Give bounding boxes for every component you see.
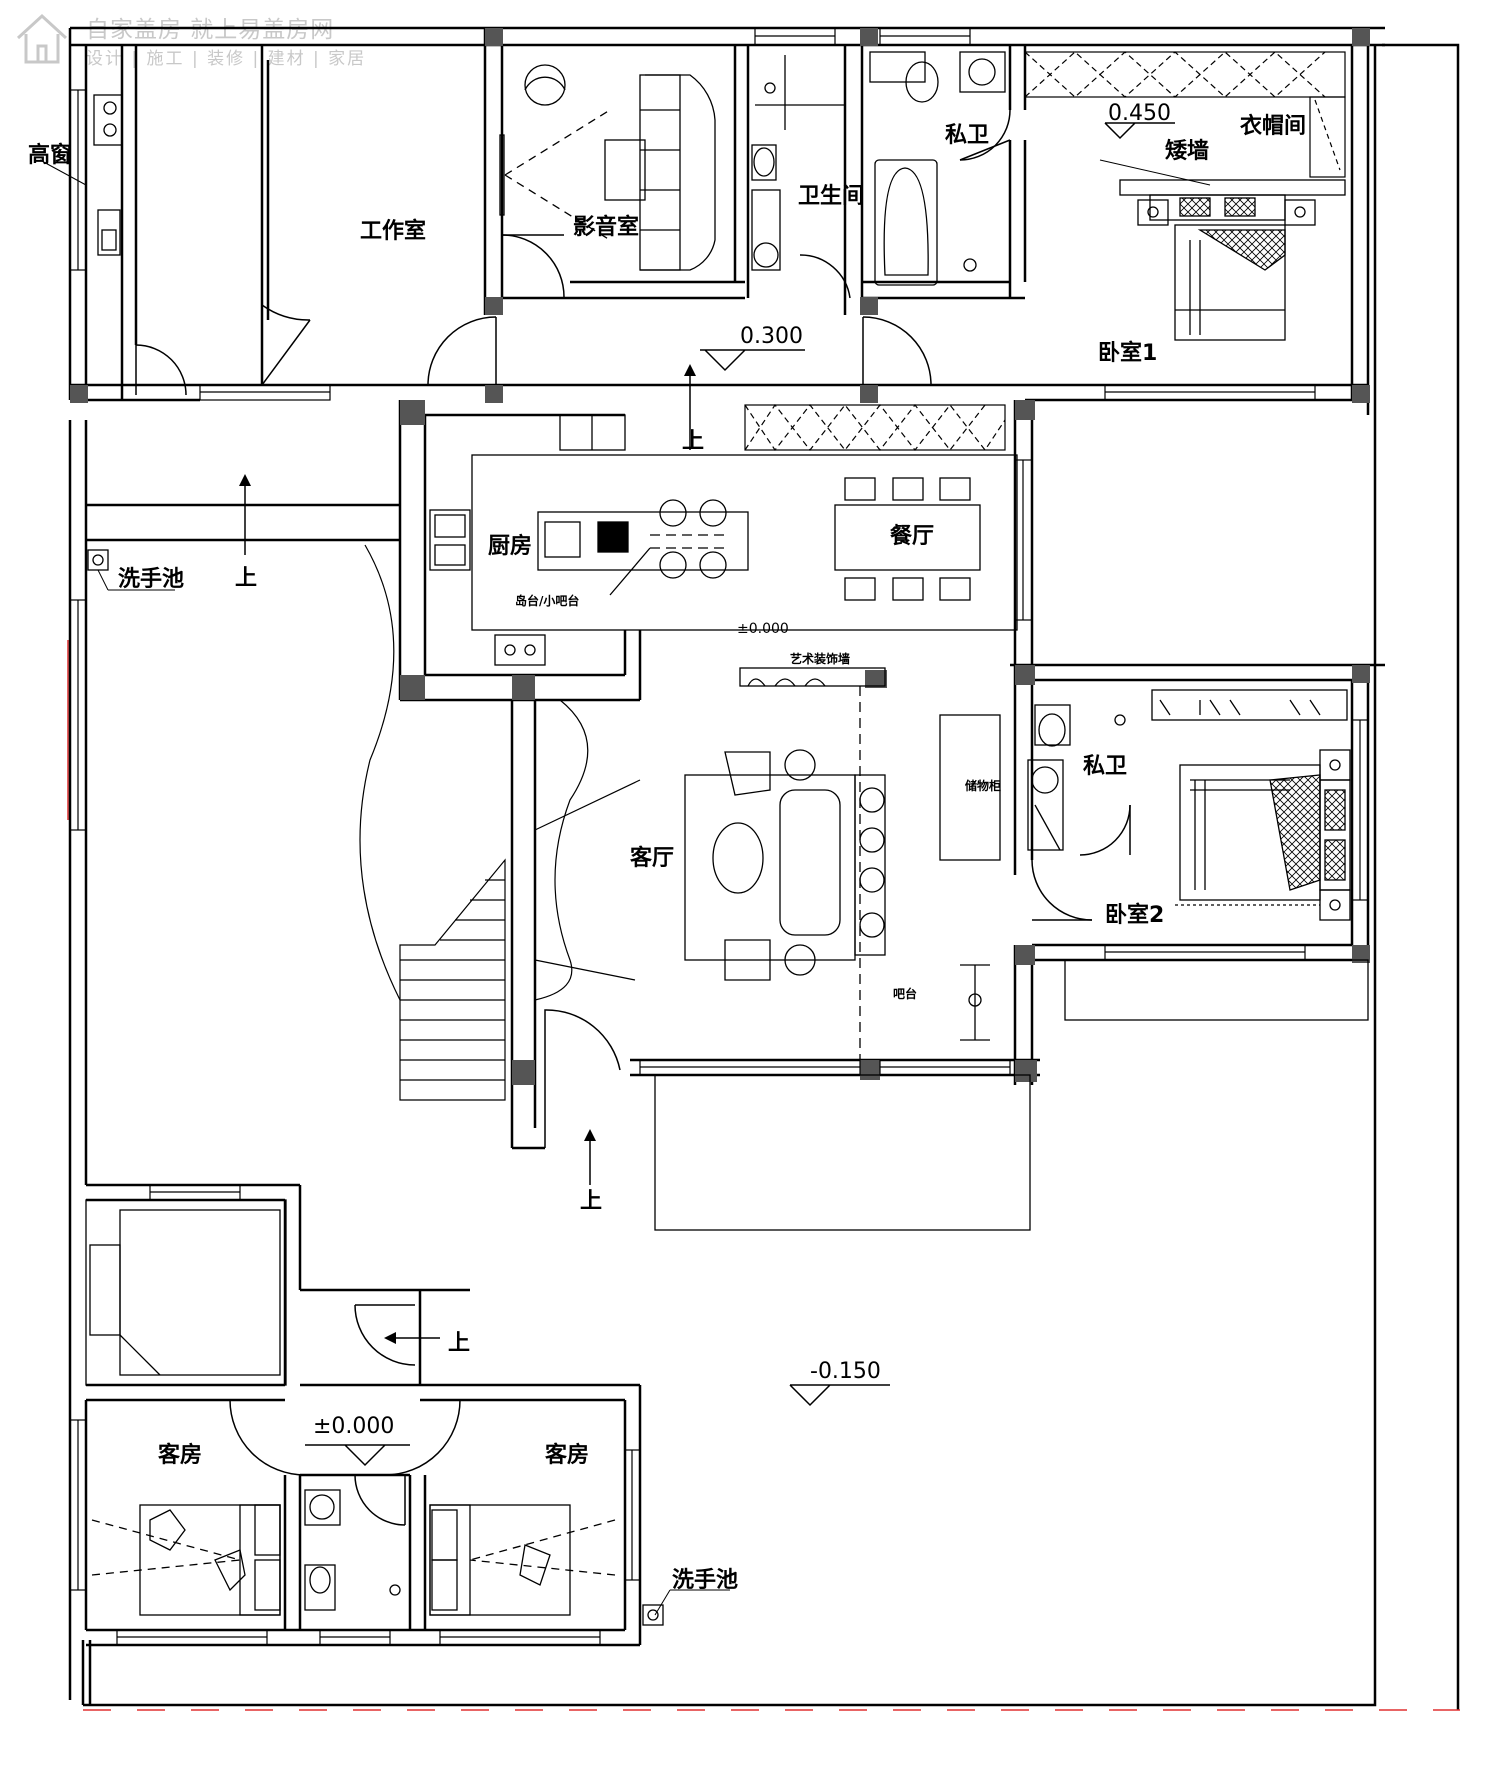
leaders: [39, 159, 1211, 1616]
label-wash-basin-top: 洗手池: [118, 567, 184, 592]
label-up-4: 上: [448, 1331, 470, 1356]
stair-up-labels: 上 上 上 上: [235, 429, 704, 1356]
label-up-2: 上: [682, 429, 704, 454]
elevation-0000-guest: ±0.000: [313, 1414, 394, 1439]
staircase: [359, 544, 641, 1101]
private-bath-1-fixtures: [869, 51, 1006, 286]
up-arrows: [239, 364, 696, 1344]
label-private-bath-2: 私卫: [1083, 754, 1127, 779]
closet-dining: [744, 403, 1006, 452]
label-up-3: 上: [580, 1189, 602, 1214]
dining-furniture: [834, 477, 981, 601]
label-wash-basin-bottom: 洗手池: [672, 1568, 738, 1593]
label-bathroom: 卫生间: [798, 184, 864, 209]
terrace: [654, 959, 1369, 1231]
elevation-labels: 0.450 0.300 ±0.000 ±0.000 -0.150: [313, 101, 1171, 1439]
living-furniture: [684, 667, 1001, 1060]
kitchen-strip: [93, 94, 123, 256]
theater-furniture: [499, 64, 716, 271]
elevation-0000-main: ±0.000: [737, 621, 789, 637]
label-bedroom-1: 卧室1: [1098, 340, 1157, 366]
label-guest-room-left: 客房: [158, 1442, 202, 1468]
elevation-m0150: -0.150: [810, 1359, 881, 1384]
label-up-1: 上: [235, 566, 257, 591]
watermark-subtitle: 设计 | 施工 | 装修 | 建材 | 家居: [86, 49, 367, 69]
label-art-wall: 艺术装饰墙: [790, 651, 850, 666]
label-living: 客厅: [630, 845, 674, 871]
label-guest-room-right: 客房: [545, 1442, 589, 1468]
elevation-0300: 0.300: [740, 324, 803, 349]
windows: [69, 27, 1369, 1646]
bedroom-2-fixtures: [1027, 689, 1351, 921]
label-closet: 衣帽间: [1240, 113, 1306, 139]
label-island: 岛台/小吧台: [515, 593, 579, 608]
bathroom-fixtures: [751, 55, 845, 271]
label-private-bath-1: 私卫: [945, 123, 989, 148]
label-theater: 影音室: [573, 214, 639, 240]
columns: [70, 28, 1370, 1085]
label-bar: 吧台: [893, 986, 917, 1001]
label-cabinet: 储物柜: [965, 778, 1001, 793]
elevation-markers: [305, 122, 1175, 1467]
watermark-title: 自家盖房 就上易盖房网: [86, 17, 335, 43]
closet-bedroom1: [1024, 51, 1346, 178]
guest-block-details: [85, 549, 664, 1626]
doors: [135, 109, 1131, 1526]
label-study: 工作室: [360, 218, 426, 244]
label-low-wall: 矮墙: [1165, 138, 1209, 164]
walls: [68, 26, 1385, 1700]
room-labels: 高窗 工作室 影音室 卫生间 私卫 衣帽间 矮墙 卧室1 厨房 岛台/小吧台 餐…: [28, 113, 1306, 1593]
elevation-0450: 0.450: [1108, 101, 1171, 126]
label-high-window: 高窗: [28, 142, 72, 168]
bedroom-1-furniture: [1119, 179, 1346, 341]
label-bedroom-2: 卧室2: [1105, 902, 1164, 928]
house-logo-icon: [12, 8, 72, 68]
site-boundary: [81, 43, 1460, 1710]
label-dining: 餐厅: [890, 524, 934, 549]
kitchen-furniture: [429, 414, 1018, 666]
label-kitchen: 厨房: [488, 533, 532, 559]
